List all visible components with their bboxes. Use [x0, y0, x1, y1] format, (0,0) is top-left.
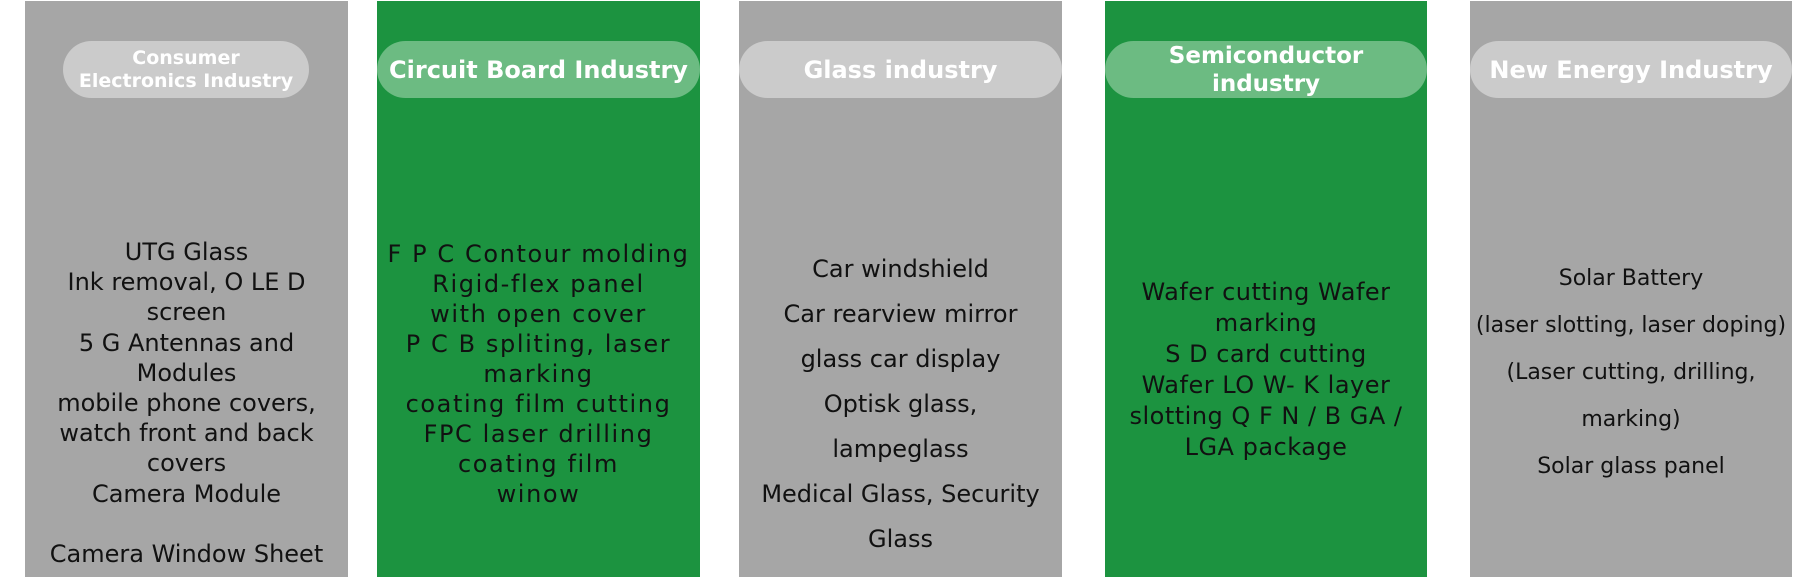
industry-panel-consumer-electronics: Consumer Electronics Industry UTG Glass … [25, 1, 348, 577]
industry-panel-glass: Glass industry Car windshield Car rearvi… [739, 1, 1062, 577]
industry-panel-new-energy: New Energy Industry Solar Battery (laser… [1470, 1, 1792, 577]
industry-header-pill: Consumer Electronics Industry [63, 41, 309, 98]
industry-header-label: Consumer Electronics Industry [78, 46, 294, 92]
industry-header-pill: Glass industry [739, 41, 1062, 98]
industry-applications-text: Wafer cutting Wafer marking S D card cut… [1129, 278, 1403, 461]
industry-header-label: Semiconductor industry [1168, 42, 1364, 97]
industry-header-label: Glass industry [803, 55, 998, 84]
industry-header-label: Circuit Board Industry [389, 55, 688, 84]
industry-panel-circuit-board: Circuit Board Industry F P C Contour mol… [377, 1, 700, 577]
industry-applications-text: F P C Contour molding Rigid-flex panel w… [387, 240, 690, 508]
industry-applications-text: Car windshield Car rearview mirror glass… [761, 255, 1040, 553]
industry-panel-semiconductor: Semiconductor industry Wafer cutting Waf… [1105, 1, 1427, 577]
industry-header-label: New Energy Industry [1489, 55, 1773, 84]
industry-applications-text: Solar Battery (laser slotting, laser dop… [1475, 266, 1787, 479]
industry-header-pill: New Energy Industry [1470, 41, 1792, 98]
industry-header-pill: Semiconductor industry [1105, 41, 1427, 98]
industry-header-pill: Circuit Board Industry [377, 41, 700, 98]
industry-applications-text: UTG Glass Ink removal, O LE D screen 5 G… [49, 238, 324, 569]
